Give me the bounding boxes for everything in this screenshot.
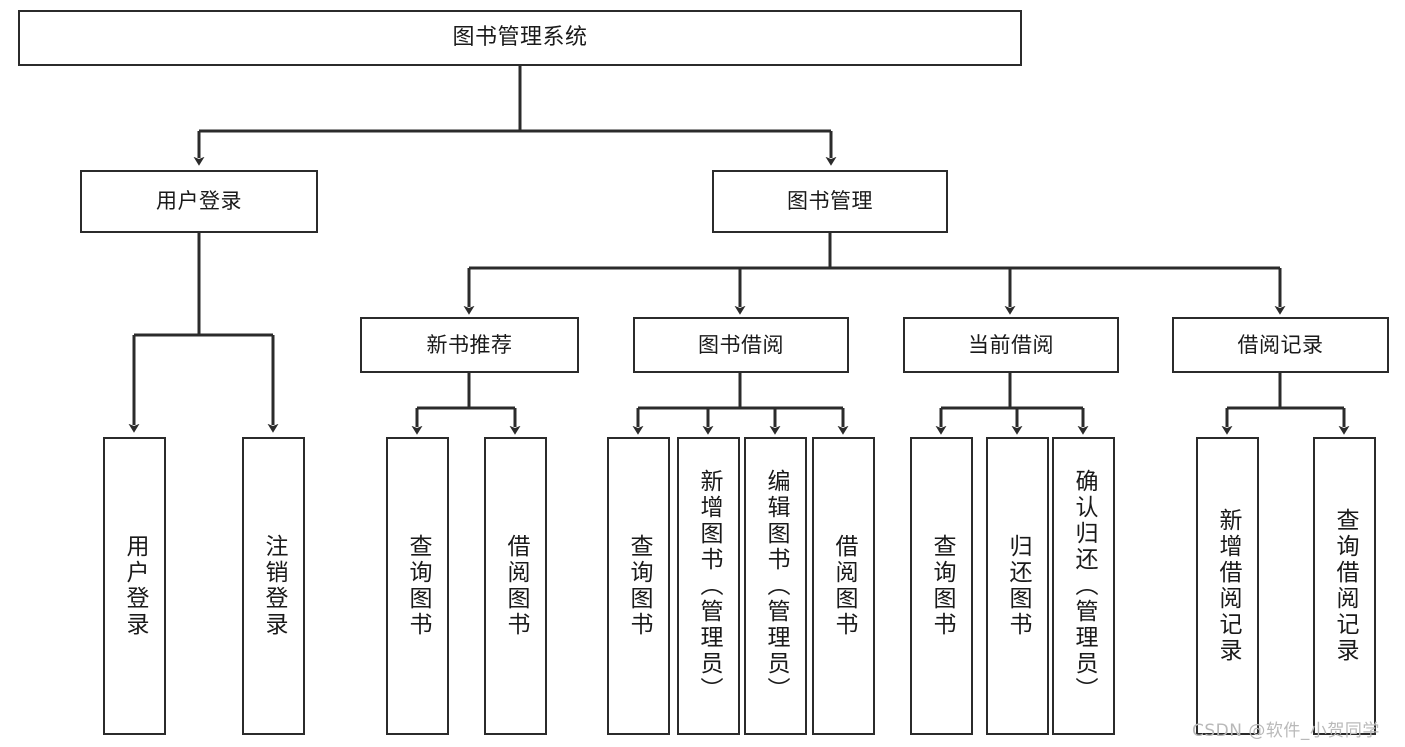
node-root-system[interactable]: 图书管理系统 (18, 10, 1022, 66)
node-label: 查询图书 (405, 534, 431, 638)
node-label: 注销登录 (261, 534, 287, 638)
leaf-query-book-1[interactable]: 查询图书 (386, 437, 449, 735)
node-label: 确认归还（管理员） (1071, 469, 1097, 703)
leaf-borrow-book-2[interactable]: 借阅图书 (812, 437, 875, 735)
node-label: 新书推荐 (426, 332, 513, 357)
node-book-manage[interactable]: 图书管理 (712, 170, 948, 233)
csdn-watermark: CSDN @软件_小贺同学 (1192, 721, 1380, 741)
leaf-add-record[interactable]: 新增借阅记录 (1196, 437, 1259, 735)
node-label: 编辑图书（管理员） (763, 469, 789, 703)
node-current-borrow[interactable]: 当前借阅 (903, 317, 1119, 373)
node-label: 借阅记录 (1237, 332, 1324, 357)
leaf-logout[interactable]: 注销登录 (242, 437, 305, 735)
leaf-edit-book[interactable]: 编辑图书（管理员） (744, 437, 807, 735)
node-label: 查询图书 (929, 534, 955, 638)
leaf-query-record[interactable]: 查询借阅记录 (1313, 437, 1376, 735)
node-borrow-record[interactable]: 借阅记录 (1172, 317, 1389, 373)
node-user-login[interactable]: 用户登录 (80, 170, 318, 233)
leaf-confirm-return[interactable]: 确认归还（管理员） (1052, 437, 1115, 735)
node-label: 新增图书（管理员） (696, 469, 722, 703)
node-label: 用户登录 (122, 534, 148, 638)
node-label: 图书借阅 (698, 332, 784, 357)
node-label: 归还图书 (1005, 534, 1031, 638)
node-book-borrow[interactable]: 图书借阅 (633, 317, 849, 373)
node-label: 新增借阅记录 (1215, 508, 1241, 664)
leaf-query-book-2[interactable]: 查询图书 (607, 437, 670, 735)
node-label: 借阅图书 (503, 534, 529, 638)
node-label: 当前借阅 (968, 332, 1054, 357)
node-label: 查询图书 (626, 534, 652, 638)
leaf-borrow-book-1[interactable]: 借阅图书 (484, 437, 547, 735)
leaf-add-book[interactable]: 新增图书（管理员） (677, 437, 740, 735)
node-new-book-recommend[interactable]: 新书推荐 (360, 317, 579, 373)
node-label: 图书管理 (787, 189, 873, 214)
leaf-return-book[interactable]: 归还图书 (986, 437, 1049, 735)
node-label: 用户登录 (156, 189, 242, 214)
node-label: 借阅图书 (831, 534, 857, 638)
node-label: 查询借阅记录 (1332, 508, 1358, 664)
leaf-user-login[interactable]: 用户登录 (103, 437, 166, 735)
leaf-query-book-3[interactable]: 查询图书 (910, 437, 973, 735)
node-label: 图书管理系统 (452, 25, 588, 51)
